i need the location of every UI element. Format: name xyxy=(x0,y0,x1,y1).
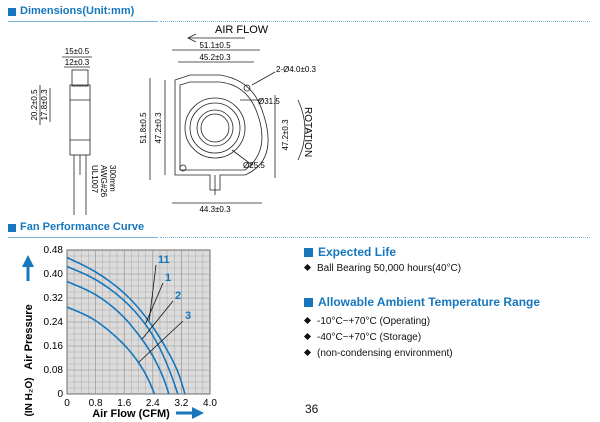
dimension-drawing: 15±0.5 12±0.3 20.2±0.5 17.8±0.3 UL1007 A… xyxy=(30,24,317,215)
section-marker xyxy=(8,224,16,232)
chart-grid xyxy=(66,249,211,395)
x-tick-label: 3.2 xyxy=(174,398,188,409)
rotation-arrow xyxy=(297,99,306,161)
dim-47-left: 47.2±0.3 xyxy=(154,112,163,144)
y-tick-label: 0 xyxy=(57,389,63,400)
x-tick-label: 0.8 xyxy=(89,398,103,409)
series-leader-line xyxy=(148,264,157,321)
dim-17: 17.8±0.3 xyxy=(40,89,49,121)
y-tick-label: 0.08 xyxy=(44,365,64,376)
expected-life-title: Expected Life xyxy=(318,245,397,259)
front-view xyxy=(149,49,276,204)
bullet-icon xyxy=(303,332,312,341)
temperature-item: -40°C~+70°C (Storage) xyxy=(303,332,421,343)
dim-45-2: 45.2±0.3 xyxy=(199,53,231,62)
dim-12: 12±0.3 xyxy=(65,58,90,67)
x-tick-label: 4.0 xyxy=(203,398,217,409)
temperature-item: (non-condensing environment) xyxy=(303,348,453,359)
dim-51-1: 51.1±0.5 xyxy=(199,41,231,50)
series-leader-line xyxy=(141,300,174,340)
bullet-icon xyxy=(303,348,312,357)
header-underline xyxy=(8,21,158,22)
wire-line-1: UL1007 xyxy=(90,165,99,194)
y-axis-label: Air Pressure xyxy=(23,304,35,369)
dim-51-8: 51.8±0.5 xyxy=(139,112,148,144)
rotation-label: ROTATION xyxy=(302,107,313,157)
side-view xyxy=(39,56,92,215)
wire-line-2: AWG#26 xyxy=(99,165,108,198)
series-curve-3 xyxy=(66,306,156,395)
x-tick-label: 0 xyxy=(64,398,70,409)
series-leader-line xyxy=(145,282,164,324)
dim-holes: 2-Ø4.0±0.3 xyxy=(276,65,317,74)
page-number: 36 xyxy=(305,402,319,416)
dim-44-3: 44.3±0.3 xyxy=(199,205,231,214)
x-tick-label: 1.6 xyxy=(117,398,131,409)
y-tick-label: 0.40 xyxy=(44,269,64,280)
header-underline xyxy=(8,237,158,238)
temperature-item: -10°C~+70°C (Operating) xyxy=(303,316,430,327)
x-axis-arrow xyxy=(176,407,204,419)
y-axis-unit: (IN H₂O) xyxy=(24,378,35,417)
dim-47-right: 47.2±0.3 xyxy=(281,119,290,151)
x-axis-label: Air Flow (CFM) xyxy=(92,408,170,420)
bullet-icon xyxy=(303,263,312,272)
dim-20: 20.2±0.5 xyxy=(30,89,39,121)
series-leader-line xyxy=(138,320,184,363)
series-label-11: 11 xyxy=(158,254,170,266)
bullet-icon xyxy=(303,316,312,325)
expected-life-item: Ball Bearing 50,000 hours(40°C) xyxy=(303,263,461,274)
performance-chart: 0 0.8 1.6 2.4 3.2 4.0 0 0.08 0.16 0.24 0.32 0.40 0.4… xyxy=(22,245,218,420)
header-dotted-line xyxy=(160,237,590,238)
series-label-2: 2 xyxy=(175,290,181,302)
y-tick-label: 0.32 xyxy=(44,293,64,304)
series-label-3: 3 xyxy=(185,310,191,322)
x-tick-label: 2.4 xyxy=(146,398,160,409)
dim-15: 15±0.5 xyxy=(65,47,90,56)
wire-line-3: 300mm xyxy=(108,165,117,192)
y-axis-arrow xyxy=(22,255,34,281)
air-flow-label: AIR FLOW xyxy=(215,24,269,36)
dimensions-title: Dimensions(Unit:mm) xyxy=(20,5,135,17)
series-label-1: 1 xyxy=(165,272,171,284)
header-dotted-line xyxy=(160,21,590,22)
chart-series xyxy=(66,256,186,395)
air-flow-arrow xyxy=(187,33,245,43)
temperature-title: Allowable Ambient Temperature Range xyxy=(318,295,541,309)
info-marker xyxy=(304,248,313,257)
dim-25-5: Ø25.5 xyxy=(243,161,265,170)
section-marker xyxy=(8,8,16,16)
dim-31-5: Ø31.5 xyxy=(258,97,280,106)
y-tick-label: 0.24 xyxy=(44,317,64,328)
y-tick-label: 0.48 xyxy=(44,245,64,256)
series-curve-1 xyxy=(66,265,179,395)
performance-title: Fan Performance Curve xyxy=(20,221,145,233)
y-tick-label: 0.16 xyxy=(44,341,64,352)
info-marker xyxy=(304,298,313,307)
series-curve-2 xyxy=(66,280,170,395)
chart-ticks: 0 0.8 1.6 2.4 3.2 4.0 0 0.08 0.16 0.24 0.32 0.40 0.4… xyxy=(44,245,218,409)
series-curve-11 xyxy=(66,256,186,395)
